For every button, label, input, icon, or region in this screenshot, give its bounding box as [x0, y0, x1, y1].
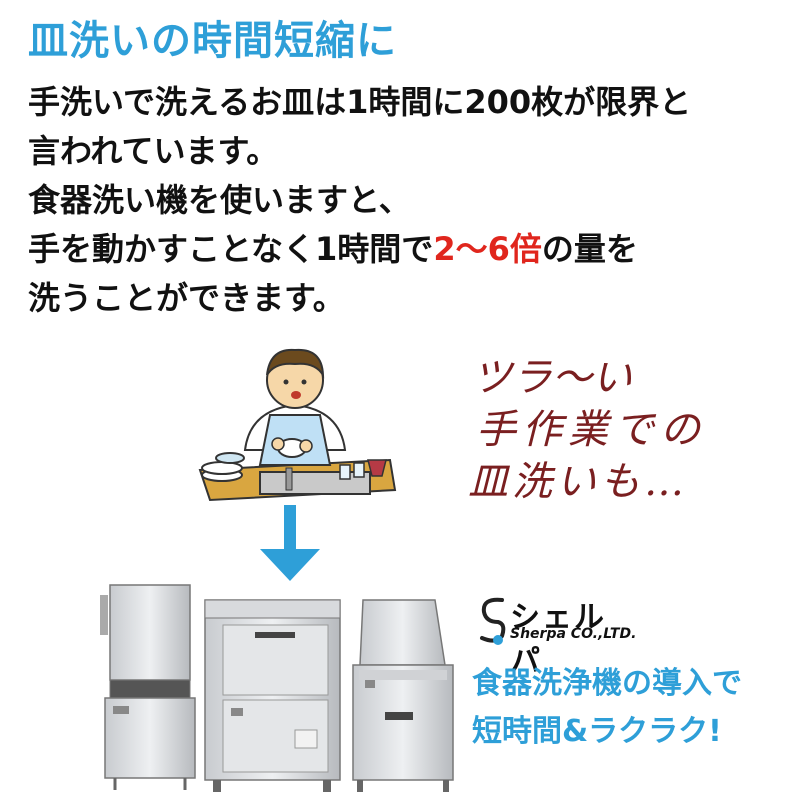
dishwasher-machines-image: [100, 584, 454, 792]
sherpa-logo-mark-icon: [480, 597, 506, 645]
handwritten-line-1: ツラ〜い: [472, 355, 632, 401]
handwritten-caption: ツラ〜い 手作業での 皿洗いも…: [468, 352, 706, 508]
tagline: 食器洗浄機の導入で 短時間&ラクラク!: [472, 660, 742, 756]
description-line-1: 手洗いで洗えるお皿は1時間に200枚が限界と: [28, 83, 692, 121]
page-title: 皿洗いの時間短縮に: [28, 18, 397, 64]
description-line-5: 洗うことができます。: [28, 279, 345, 317]
handwritten-line-3: 皿洗いも…: [468, 459, 688, 505]
logo-company-text: Sherpa CO.,LTD.: [510, 626, 637, 642]
dishwashing-person-illustration: [198, 348, 397, 502]
description-text: 手洗いで洗えるお皿は1時間に200枚が限界と 言われています。 食器洗い機を使い…: [28, 78, 788, 323]
sherpa-logo: シェルパ Sherpa CO.,LTD.: [470, 590, 636, 679]
description-line-3: 食器洗い機を使いますと、: [28, 181, 411, 219]
down-arrow-icon: [260, 505, 320, 581]
logo-brand-text: シェルパ: [510, 600, 606, 679]
handwritten-line-2: 手作業での: [476, 407, 706, 453]
description-line-2: 言われています。: [28, 132, 279, 170]
description-line-4: 手を動かすことなく1時間で2〜6倍の量を: [28, 225, 788, 274]
tagline-line-2: 短時間&ラクラク!: [472, 714, 722, 749]
highlight-multiplier: 2〜6倍: [433, 230, 542, 268]
description-line-4-pre: 手を動かすことなく1時間で: [28, 230, 434, 268]
description-line-4-post: の量を: [541, 230, 638, 268]
tagline-line-1: 食器洗浄機の導入で: [472, 666, 742, 701]
